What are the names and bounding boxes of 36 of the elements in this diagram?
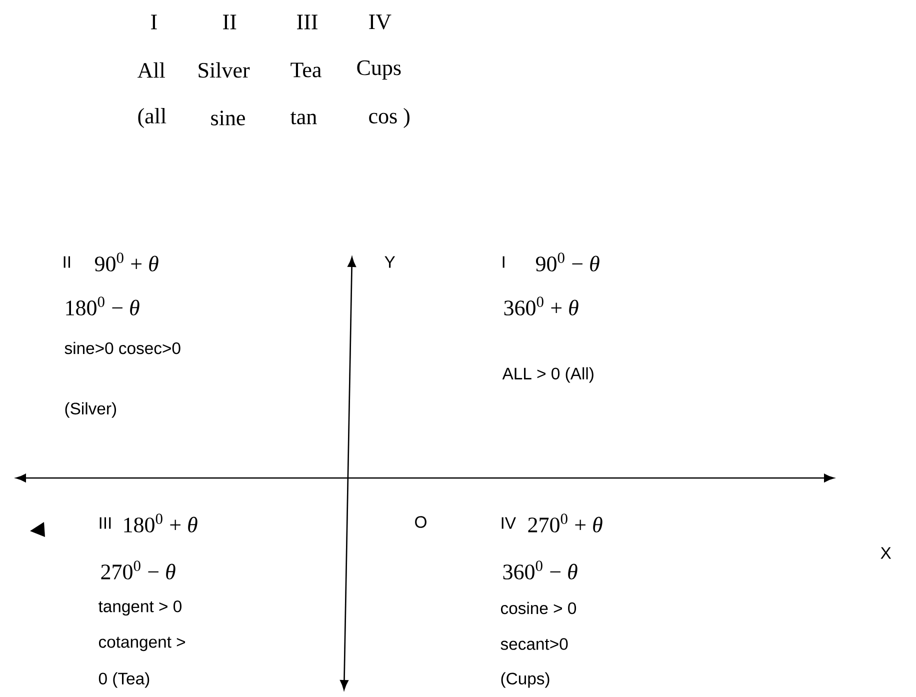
- quadrant-numeral: IV: [502, 517, 516, 529]
- mnemonic-note: (Cups): [501, 672, 550, 688]
- sign-rule: tangent > 0: [98, 600, 182, 616]
- angle-formula: 180$^{0}$ − θ: [66, 296, 140, 316]
- axis-label: Y: [384, 256, 396, 268]
- angle-formula: 90$^{0}$ − θ: [536, 252, 600, 272]
- sign-rule: sine>0 cosec>0: [64, 342, 180, 354]
- mnemonic-word: Tea: [290, 62, 322, 78]
- angle-formula: 90$^{0}$ + θ: [94, 252, 158, 272]
- mnemonic-note: (Silver): [65, 402, 116, 418]
- angle-formula: 270$^{0}$ + θ: [528, 514, 602, 532]
- function-word: tan: [290, 112, 317, 124]
- quadrant-numeral: II: [64, 256, 70, 268]
- angle-formula: 270$^{0}$ − θ: [101, 560, 176, 580]
- sign-rule: cotangent >: [98, 636, 186, 652]
- numeral-label: II: [223, 14, 236, 30]
- origin-label: O: [415, 516, 426, 528]
- sign-rule: cosine > 0: [500, 602, 576, 614]
- quadrant-numeral: I: [502, 256, 504, 268]
- angle-formula: 180$^{0}$ + θ: [124, 514, 198, 532]
- function-word: sine: [211, 110, 245, 126]
- numeral-label: I: [151, 14, 157, 30]
- mnemonic-note: 0 (Tea): [98, 672, 150, 688]
- function-word: cos ): [369, 108, 410, 128]
- sign-rule: secant>0: [500, 638, 568, 650]
- function-word: (all: [138, 108, 166, 128]
- quadrant-numeral: III: [100, 517, 111, 529]
- mnemonic-word: All: [137, 62, 165, 78]
- numeral-label: IV: [369, 14, 392, 30]
- mnemonic-word: Cups: [357, 60, 401, 80]
- numeral-label: III: [297, 14, 318, 30]
- angle-formula: 360$^{0}$ − θ: [503, 560, 578, 580]
- angle-formula: 360$^{0}$ + θ: [504, 296, 578, 316]
- mnemonic-word: Silver: [198, 62, 250, 78]
- axis-label: X: [880, 547, 892, 559]
- sign-rule: ALL > 0 (All): [502, 367, 594, 383]
